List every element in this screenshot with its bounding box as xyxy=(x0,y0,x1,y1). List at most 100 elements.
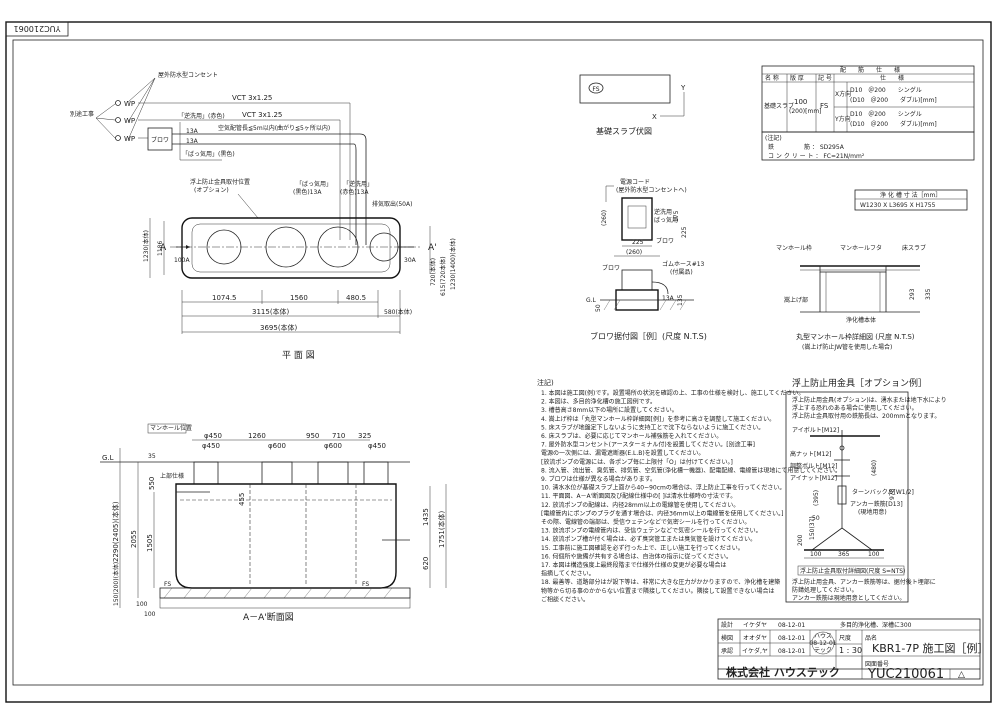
tb-scale-label: 尺度 xyxy=(839,634,851,642)
blower-caption: ブロワ据付図［例］(尺度 N.T.S) xyxy=(590,331,707,341)
tb-stamp xyxy=(811,631,835,655)
tb-name-label: 品名 xyxy=(865,634,877,642)
rebar-note-2: コ ン ク リ ー ト ： FC=21N/mm² xyxy=(768,153,865,160)
dim-d3695: 3695(本体) xyxy=(260,323,298,332)
rebar-notes-title: (注記) xyxy=(765,134,782,142)
float-dim-978: 978 xyxy=(889,488,896,500)
note-line: ご相談ください。 xyxy=(541,595,589,603)
float-dim-480: (480) xyxy=(871,460,878,476)
float-anchor-1: アンカー鉄筋[D13] xyxy=(850,500,903,508)
dim-h720: 720(本体) xyxy=(429,258,437,286)
dim-h615: 615(720本体) xyxy=(439,256,447,296)
slab-caption: 基礎スラブ伏図 xyxy=(596,126,652,136)
float-dim-100b: 100 xyxy=(868,551,880,558)
drain-label: 排気取出(50A) xyxy=(372,200,412,208)
note-line: 16. 何個所や施備が共有する場合は、自治体の指示に従ってください。 xyxy=(541,552,732,560)
blower-detail: 電源コード (屋外防水型コンセントへ) 逆洗用 ばっ気用 ブロワ (260) 1… xyxy=(586,178,707,341)
note-line: 12. 放流ポンプの配線は、内径28mm以上の電線管を使用してください。 xyxy=(541,501,739,509)
rebar-mark: FS xyxy=(820,102,829,110)
float-option-label-1: 浮上防止金具取付位置 xyxy=(190,178,250,186)
wp-label-3: WP xyxy=(124,135,135,143)
slab-y-axis: Y xyxy=(680,84,686,92)
note-line: 18. 最善等、道路部分はが設下等は、非常に大きな圧力がかかりますので、浄化槽を… xyxy=(541,578,780,586)
tb-scale: 1 : 30 xyxy=(839,646,862,655)
float-dim-100: 100 xyxy=(810,551,822,558)
outlet-icon-1 xyxy=(115,100,121,106)
manhole-tank-label: 浄化槽本体 xyxy=(846,316,876,324)
dim-d600b: φ600 xyxy=(324,442,342,450)
tb-project: 多目的浄化槽、深槽に300 xyxy=(840,621,912,629)
aer-13a-label-1: 「ばっ気用」 xyxy=(296,180,332,188)
blower-label: ブロワ xyxy=(151,136,169,144)
tb-checked-label: 検図 xyxy=(721,634,733,642)
manhole-dim-335: 335 xyxy=(925,288,932,300)
outdoor-outlet-label: 屋外防水型コンセント xyxy=(158,71,218,79)
vct-line-1 xyxy=(138,102,351,240)
blower-cord-2: (屋外防水型コンセントへ) xyxy=(616,186,687,194)
blower-cord-1: 電源コード xyxy=(620,178,650,186)
electric-work-label: 別途工事 xyxy=(70,110,94,118)
rebar-spec-3: D10 ＠200 シングル xyxy=(850,110,922,118)
float-title: 浮上防止用金具［オプション例］ xyxy=(792,377,927,389)
section-tank-outline xyxy=(175,483,397,589)
rebar-col-mark: 記 号 xyxy=(818,74,832,82)
dim-h1230: 1230(本体) xyxy=(142,230,150,262)
dim-d325: 325 xyxy=(358,432,371,440)
dim-d950: 950 xyxy=(306,432,319,440)
blower-dim-d225a: 225 xyxy=(681,226,688,238)
tb-designed-date: 08-12-01 xyxy=(778,622,805,629)
tb-number: YUC210061 xyxy=(867,667,944,682)
blower-dim-d135: 135 xyxy=(677,294,684,306)
dim-h1435: 1435 xyxy=(422,508,430,526)
float-turnbuckle: ターンバックル[W1/2] xyxy=(852,488,914,496)
slab-plan: FS Y X 基礎スラブ伏図 xyxy=(579,74,686,136)
dim-d450b: φ450 xyxy=(202,442,220,450)
float-desc-2: 浮上する恐れのある場合に使用してください。 xyxy=(792,404,918,412)
dim-d1560: 1560 xyxy=(290,294,308,302)
air-pipe-label: 空気配管長≦5m以内(曲がり≦5ヶ所以内) xyxy=(218,124,330,132)
plan-view: 屋外防水型コンセント 別途工事 WP WP WP VCT 3x1.25 VCT … xyxy=(70,71,457,361)
rebar-table: 配 筋 仕 様 名 称 版 厚 記 号 仕 様 基礎スラブ 100 (200)[… xyxy=(761,65,975,161)
slab-fs-label: FS xyxy=(592,86,599,93)
dim-d450a: φ450 xyxy=(204,432,222,440)
outlet-icon-3 xyxy=(115,135,121,141)
inlet-label: 100A xyxy=(174,257,190,264)
note-line: 9. ブロワは仕様が異なる場合があります。 xyxy=(541,475,656,483)
dim-h1230b: 1230(1400)(本体) xyxy=(449,238,457,290)
float-dim-365: 365 xyxy=(838,551,850,558)
blower-dim-d225b: 225 xyxy=(632,239,644,246)
rebar-thick-1: 100 xyxy=(794,98,807,106)
aer-13a-label-2: (黒色)13A xyxy=(293,188,322,196)
backwash-label: 「逆洗用」(赤色) xyxy=(178,112,225,120)
note-line: 電源の一次側には、漏電遮断器(E.L.B)を設置してください。 xyxy=(541,449,704,457)
note-line: 11. 平面図、A－A'断面図及び配線仕様中の[ ]は清水仕様時の寸法です。 xyxy=(541,492,736,500)
section-fs-1: FS xyxy=(164,581,171,588)
dim-d4805: 480.5 xyxy=(346,294,366,302)
tb-approved-label: 承認 xyxy=(721,647,733,655)
blower-gl-label: G.L xyxy=(586,297,597,304)
rebar-col-name: 名 称 xyxy=(765,74,779,82)
slab-rect xyxy=(579,74,671,104)
rebar-spec-4: (D10 ＠200 ダブル)[mm] xyxy=(850,120,937,128)
blower-hose-label: ゴムホース#13 xyxy=(662,260,705,268)
float-note-2: 防錆処理してください。 xyxy=(792,586,858,594)
dim-d10745: 1074.5 xyxy=(212,294,237,302)
note-line: 13. 放流ポンプの電線管内は、受信ウェテンなどで気密シールを行ってください。 xyxy=(541,527,762,535)
rotated-drawing-number: YUC210061 xyxy=(14,24,62,33)
vct-label-2: VCT 3x1.25 xyxy=(242,111,282,119)
note-line: その際、電線管の端部は、受信ウェテンなどで気密シールを行ってください。 xyxy=(541,518,750,526)
tb-company: 株式会社 ハウステック xyxy=(726,665,840,679)
rebar-x-dir: X方向 xyxy=(835,90,851,98)
notes-block: 注記) 1. 本図は施工図(例)です。設置場所の状況を確認の上、工事の仕様を検討… xyxy=(537,378,841,603)
dim-h2290: 2290(2405)(本体) xyxy=(111,501,120,562)
float-nut-2: アイナット[M12] xyxy=(790,475,837,482)
blower-13a-label: 13A xyxy=(662,295,675,302)
rotated-number-box xyxy=(5,21,69,37)
manhole-dim-293: 293 xyxy=(909,288,916,300)
float-dim-395: (395) xyxy=(813,490,820,506)
blower-dim-d260b: (260) xyxy=(626,249,642,256)
rebar-row-name: 基礎スラブ xyxy=(764,102,794,110)
rebar-col-spec: 仕 様 xyxy=(880,74,904,82)
manhole-slab-label: 床スラブ xyxy=(902,244,926,252)
note-line: 15. 工事前に施工図確認を必ず行った上で、正しい施工を行ってください。 xyxy=(541,544,744,552)
